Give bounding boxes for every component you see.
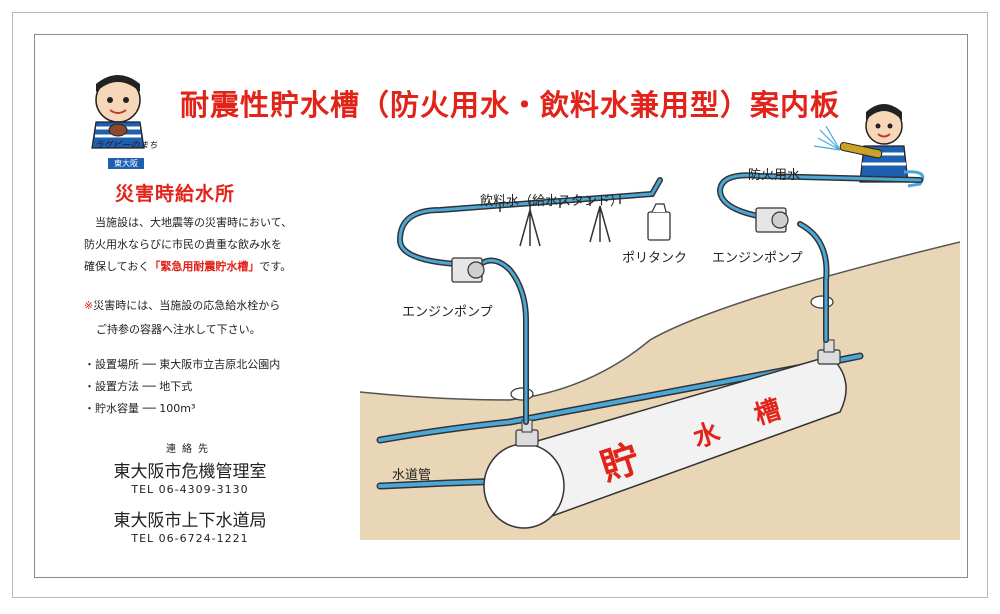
description-line2: 防火用水ならびに市民の貴重な飲み水を [84,238,282,251]
description-line3-post: です。 [259,260,292,273]
ground-surface [360,241,960,401]
description-line3: 確保しておく「緊急用耐震貯水槽」です。 [84,256,334,278]
mascot-caption-line2: 東大阪 [108,158,144,169]
sub-title: 災害時給水所 [115,183,236,205]
mascot-left-icon [91,75,145,149]
label-water-pipe: 水道管 [392,468,432,483]
contact-org2: 東大阪市上下水道局 [113,511,267,531]
notice-line1: ※災害時には、当施設の応急給水栓から [84,294,334,318]
water-stand [499,194,621,247]
tank-illustration [360,172,960,540]
tank-riser-left [515,419,539,447]
contact-tel1: TEL 06-4309-3130 [131,483,249,496]
mascot-right-icon [813,104,925,188]
spec-list: ・設置場所 ── 東大阪市立吉原北公園内 ・設置方法 ── 地下式 ・貯水容量 … [84,354,334,420]
contact-tel2: TEL 06-6724-1221 [131,532,249,545]
label-engine-pump-left: エンジンポンプ [402,305,493,320]
description-line1: 当施設は、大地震等の災害時において、 [95,216,293,229]
notice-text1: 災害時には、当施設の応急給水栓から [93,299,281,312]
label-engine-pump-right: エンジンポンプ [712,251,803,266]
mascot-caption-line1: ラグビーのまち [94,141,158,151]
notice: ※災害時には、当施設の応急給水栓から ご持参の容器へ注水して下さい。 [84,294,334,342]
notice-mark: ※ [84,299,94,312]
label-poly-tank: ポリタンク [622,251,688,266]
description-highlight: 「緊急用耐震貯水槽」 [149,260,260,273]
description-line3-pre: 確保しておく [84,260,150,273]
notice-line2: ご持参の容器へ注水して下さい。 [96,323,261,336]
contact-label: 連絡先 [166,444,214,455]
engine-pump-left-icon [451,257,485,283]
mascot-caption: ラグビーのまち 東大阪 [86,138,166,170]
tank-riser-right [817,339,841,365]
spec-location: ・設置場所 ── 東大阪市立吉原北公園内 [84,358,281,371]
suction-hole-left [510,387,534,401]
water-tank [483,355,847,529]
contact-block: 連絡先 東大阪市危機管理室 TEL 06-4309-3130 東大阪市上下水道局… [90,440,290,545]
label-drinking-water: 飲料水（給水スタンド） [480,194,624,209]
engine-pump-right-icon [755,207,789,233]
label-fire-water: 防火用水 [748,168,801,183]
outer-frame [12,12,988,598]
contact-org1: 東大阪市危機管理室 [113,462,267,482]
suction-hole-right [810,295,834,309]
spec-method: ・設置方法 ── 地下式 [84,380,193,393]
page-title: 耐震性貯水槽（防火用水・飲料水兼用型）案内板 [180,88,841,122]
spec-capacity: ・貯水容量 ── 100m³ [84,402,196,415]
poly-tank-icon [647,203,671,241]
description: 当施設は、大地震等の災害時において、 防火用水ならびに市民の貴重な飲み水を 確保… [84,212,334,278]
